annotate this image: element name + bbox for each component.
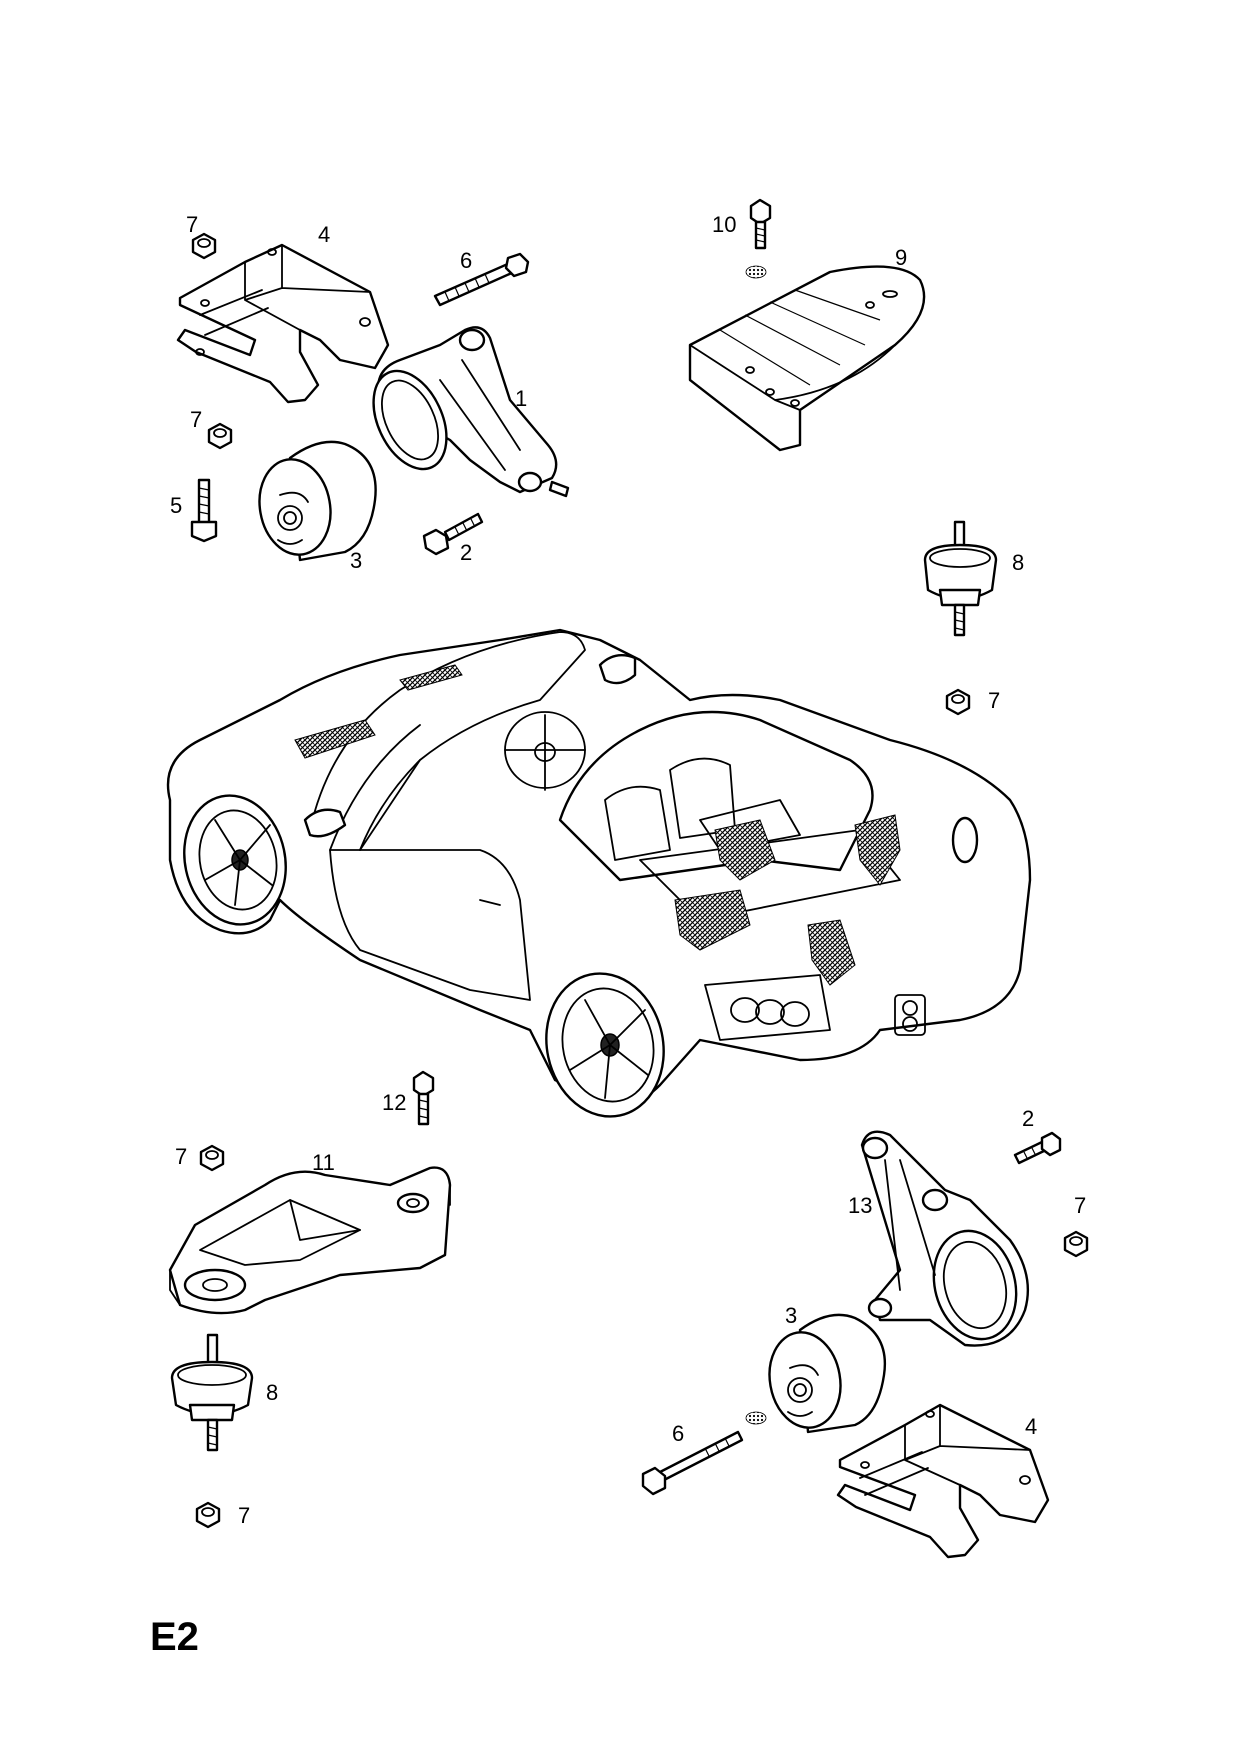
mount-bush-3-bottom [768, 1313, 887, 1434]
bolt-12 [412, 1070, 435, 1126]
callout-10: 10 [712, 212, 736, 237]
callout-8-right: 8 [1012, 550, 1024, 575]
callout-7-f: 7 [238, 1503, 250, 1528]
bolt-6-bottom [641, 1411, 767, 1496]
callout-13: 13 [848, 1193, 872, 1218]
callout-6-top: 6 [460, 248, 472, 273]
callout-3-bottom: 3 [785, 1303, 797, 1328]
nut-7c [945, 688, 971, 716]
bolt-6-top [433, 252, 530, 307]
mount-bush-3-top [258, 440, 377, 562]
callout-7-c: 7 [988, 688, 1000, 713]
bolt-2-top [422, 512, 484, 556]
nut-7f [195, 1501, 221, 1529]
rubber-mount-8-left [170, 1333, 254, 1452]
bracket-4-bottom [836, 1403, 1050, 1559]
callout-8-left: 8 [266, 1380, 278, 1405]
callout-5: 5 [170, 493, 182, 518]
callout-7-d: 7 [175, 1144, 187, 1169]
car-illustration [166, 628, 1032, 1118]
nut-7e [1063, 1230, 1089, 1258]
callout-12: 12 [382, 1090, 406, 1115]
callout-2-top: 2 [460, 540, 472, 565]
bracket-13 [860, 1130, 1029, 1347]
rubber-mount-8-right [923, 520, 998, 637]
bracket-4-top [176, 243, 390, 404]
bracket-11 [168, 1166, 452, 1315]
callout-3-top: 3 [350, 548, 362, 573]
callout-4-top: 4 [318, 222, 330, 247]
page-code: E2 [150, 1615, 199, 1659]
callout-4-bottom: 4 [1025, 1414, 1037, 1439]
callout-7-a: 7 [186, 212, 198, 237]
bolt-10 [745, 198, 772, 279]
callout-9: 9 [895, 245, 907, 270]
nut-7a [191, 232, 217, 260]
callout-11: 11 [312, 1150, 335, 1175]
callout-7-b: 7 [190, 407, 202, 432]
callout-2-bottom: 2 [1022, 1106, 1034, 1131]
callout-7-e: 7 [1074, 1193, 1086, 1218]
plate-9 [688, 265, 926, 452]
callout-1: 1 [515, 386, 527, 411]
bracket-1-top [372, 326, 570, 498]
callout-6-bottom: 6 [672, 1421, 684, 1446]
nut-7d [199, 1144, 225, 1172]
bolt-2-bottom [1013, 1131, 1062, 1165]
nut-7b [207, 422, 233, 450]
stud-5 [190, 478, 218, 543]
